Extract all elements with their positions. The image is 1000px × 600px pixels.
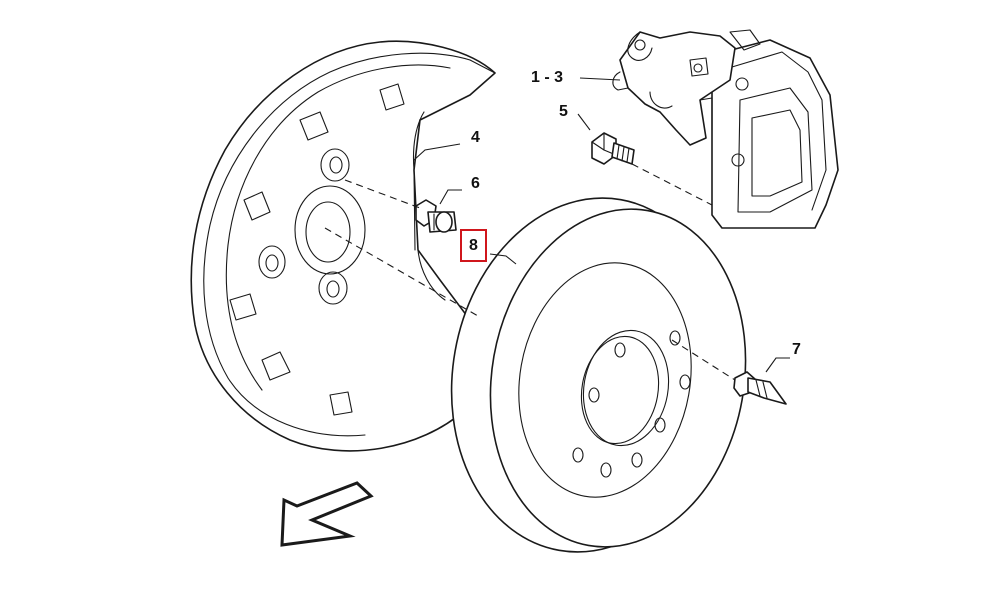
bolt-5 [591,132,635,165]
callout-7: 7 [792,341,801,358]
brake-caliper [612,29,839,229]
direction-arrow-icon [280,481,374,547]
callout-4: 4 [471,129,480,146]
callout-1-3: 1 - 3 [531,69,564,86]
dust-shield [190,40,496,452]
bolt-6 [415,199,457,233]
callout-6: 6 [471,175,480,192]
callout-8-highlighted: 8 [460,229,487,262]
brake-disc [450,197,747,553]
callout-5: 5 [559,103,568,120]
stud-7 [733,371,787,405]
